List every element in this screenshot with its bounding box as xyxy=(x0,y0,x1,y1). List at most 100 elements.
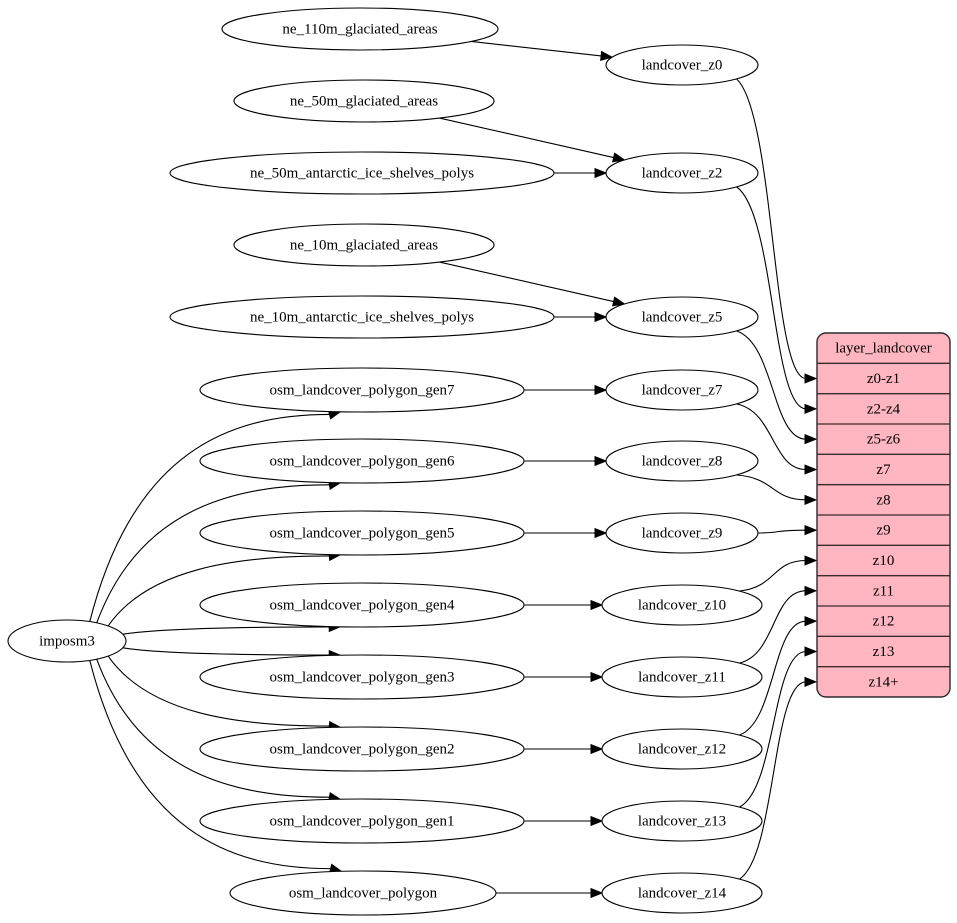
layer-table-row-label: z12 xyxy=(873,614,895,630)
node-shape xyxy=(605,512,759,554)
layer-table-row-z14plus[interactable]: z14+ xyxy=(817,667,950,697)
layer-table-row-z5-z6[interactable]: z5-z6 xyxy=(817,424,950,454)
nodes-layer: imposm3 ne_110m_glaciated_areas ne_50m_gla… xyxy=(7,7,763,916)
edge-osm_landcover_polygon_gen2-to-landcover_z12-arrowhead xyxy=(590,743,604,755)
node-label: landcover_z2 xyxy=(642,165,723,181)
layer-table-row-z7[interactable]: z7 xyxy=(817,454,950,484)
node-osm_landcover_polygon_gen6[interactable]: osm_landcover_polygon_gen6 xyxy=(199,438,525,484)
edge-landcover_z13-to-layer_landcover-z13-arrowhead xyxy=(804,646,818,657)
layer-table-row-z12[interactable]: z12 xyxy=(817,606,950,636)
node-shape xyxy=(605,440,759,482)
layer-table-row-label: z14+ xyxy=(868,674,898,690)
node-shape xyxy=(169,295,555,339)
node-label: osm_landcover_polygon_gen7 xyxy=(270,382,455,398)
layer-table-row-z8[interactable]: z8 xyxy=(817,485,950,515)
node-osm_landcover_polygon_gen7[interactable]: osm_landcover_polygon_gen7 xyxy=(199,367,525,413)
node-ne_110m_glaciated_areas[interactable]: ne_110m_glaciated_areas xyxy=(221,7,499,51)
layer-table-row-z11[interactable]: z11 xyxy=(817,576,950,606)
edge-ne_10m_glaciated_areas-to-landcover_z5 xyxy=(439,261,614,303)
edge-osm_landcover_polygon_gen6-to-landcover_z8-arrowhead xyxy=(594,455,608,467)
node-label: osm_landcover_polygon_gen5 xyxy=(270,525,455,541)
edge-ne_10m_antarctic_ice_shelves_polys-to-landcover_z5-arrowhead xyxy=(594,311,608,323)
node-shape xyxy=(601,584,763,626)
edge-ne_50m_glaciated_areas-to-landcover_z2 xyxy=(439,117,614,159)
node-landcover_z10[interactable]: landcover_z10 xyxy=(601,584,763,626)
edge-landcover_z2-to-layer_landcover-z2-z4-arrowhead xyxy=(804,403,818,414)
node-landcover_z13[interactable]: landcover_z13 xyxy=(601,800,763,842)
node-shape xyxy=(605,44,759,86)
edge-imposm3-to-osm_landcover_polygon_gen4 xyxy=(122,626,330,635)
node-ne_50m_antarctic_ice_shelves_polys[interactable]: ne_50m_antarctic_ice_shelves_polys xyxy=(169,151,555,195)
node-shape xyxy=(601,656,763,698)
node-landcover_z14[interactable]: landcover_z14 xyxy=(601,872,763,914)
node-landcover_z8[interactable]: landcover_z8 xyxy=(605,440,759,482)
edge-landcover_z7-to-layer_landcover-z7-arrowhead xyxy=(804,464,818,475)
edge-ne_10m_glaciated_areas-to-landcover_z5-arrowhead xyxy=(612,296,626,307)
layer-table-row-label: z2-z4 xyxy=(867,401,901,417)
node-label: osm_landcover_polygon_gen1 xyxy=(270,813,455,829)
node-label: imposm3 xyxy=(39,633,95,649)
node-label: landcover_z5 xyxy=(642,309,723,325)
node-label: ne_50m_antarctic_ice_shelves_polys xyxy=(250,165,474,181)
node-ne_10m_glaciated_areas[interactable]: ne_10m_glaciated_areas xyxy=(233,223,495,267)
layer-table-row-z10[interactable]: z10 xyxy=(817,545,950,575)
node-landcover_z9[interactable]: landcover_z9 xyxy=(605,512,759,554)
layer-table-row-label: z13 xyxy=(873,644,895,660)
edge-imposm3-to-osm_landcover_polygon_gen1 xyxy=(96,658,330,798)
edge-landcover_z0-to-layer_landcover-z0-z1-arrowhead xyxy=(804,373,818,384)
layer-table-row-z9[interactable]: z9 xyxy=(817,515,950,545)
node-osm_landcover_polygon[interactable]: osm_landcover_polygon xyxy=(229,870,497,916)
node-ne_10m_antarctic_ice_shelves_polys[interactable]: ne_10m_antarctic_ice_shelves_polys xyxy=(169,295,555,339)
layer-table-row-label: z7 xyxy=(876,462,891,478)
node-landcover_z5[interactable]: landcover_z5 xyxy=(605,296,759,338)
edge-landcover_z5-to-layer_landcover-z5-z6 xyxy=(736,330,807,440)
node-osm_landcover_polygon_gen2[interactable]: osm_landcover_polygon_gen2 xyxy=(199,726,525,772)
node-imposm3[interactable]: imposm3 xyxy=(7,619,127,663)
node-landcover_z12[interactable]: landcover_z12 xyxy=(601,728,763,770)
node-shape xyxy=(199,654,525,700)
edge-imposm3-to-osm_landcover_polygon_gen7 xyxy=(89,413,330,622)
node-ne_50m_glaciated_areas[interactable]: ne_50m_glaciated_areas xyxy=(233,79,495,123)
layer-table-row-label: z10 xyxy=(873,553,895,569)
node-landcover_z7[interactable]: landcover_z7 xyxy=(605,369,759,411)
node-shape xyxy=(601,728,763,770)
node-landcover_z11[interactable]: landcover_z11 xyxy=(601,656,763,698)
edge-osm_landcover_polygon_gen3-to-landcover_z11-arrowhead xyxy=(590,671,604,683)
node-osm_landcover_polygon_gen1[interactable]: osm_landcover_polygon_gen1 xyxy=(199,798,525,844)
layer-table-row-z2-z4[interactable]: z2-z4 xyxy=(817,394,950,424)
node-shape xyxy=(601,800,763,842)
edge-imposm3-to-osm_landcover_polygon_gen2 xyxy=(107,655,330,727)
edge-ne_110m_glaciated_areas-to-landcover_z0-arrowhead xyxy=(600,50,614,62)
edge-landcover_z2-to-layer_landcover-z2-z4 xyxy=(736,186,807,410)
edge-landcover_z9-to-layer_landcover-z9-arrowhead xyxy=(804,525,818,536)
layer-table-row-label: z11 xyxy=(873,583,894,599)
node-shape xyxy=(605,152,759,194)
layer-table-row-z13[interactable]: z13 xyxy=(817,636,950,666)
edge-landcover_z7-to-layer_landcover-z7 xyxy=(736,403,807,471)
node-osm_landcover_polygon_gen4[interactable]: osm_landcover_polygon_gen4 xyxy=(199,582,525,628)
node-osm_landcover_polygon_gen5[interactable]: osm_landcover_polygon_gen5 xyxy=(199,510,525,556)
node-label: ne_50m_glaciated_areas xyxy=(290,93,438,109)
node-label: landcover_z12 xyxy=(638,741,726,757)
edge-landcover_z10-to-layer_landcover-z10-arrowhead xyxy=(804,555,818,566)
node-shape xyxy=(199,367,525,413)
edge-landcover_z12-to-layer_landcover-z12-arrowhead xyxy=(804,616,818,627)
node-label: landcover_z8 xyxy=(642,453,723,469)
layer-table-header: layer_landcover xyxy=(835,341,932,357)
layer-table-row-z0-z1[interactable]: z0-z1 xyxy=(817,363,950,393)
edge-osm_landcover_polygon_gen1-to-landcover_z13-arrowhead xyxy=(590,815,604,827)
node-landcover_z0[interactable]: landcover_z0 xyxy=(605,44,759,86)
node-label: ne_110m_glaciated_areas xyxy=(282,21,437,37)
edge-osm_landcover_polygon_gen4-to-landcover_z10-arrowhead xyxy=(590,599,604,611)
node-osm_landcover_polygon_gen3[interactable]: osm_landcover_polygon_gen3 xyxy=(199,654,525,700)
node-shape xyxy=(199,510,525,556)
node-landcover_z2[interactable]: landcover_z2 xyxy=(605,152,759,194)
node-label: ne_10m_glaciated_areas xyxy=(290,237,438,253)
edge-landcover_z14-to-layer_landcover-z14- xyxy=(739,681,807,880)
edge-landcover_z10-to-layer_landcover-z10 xyxy=(739,559,807,592)
node-shape xyxy=(199,726,525,772)
edge-landcover_z9-to-layer_landcover-z9 xyxy=(757,529,807,534)
edge-imposm3-to-osm_landcover_polygon_gen5 xyxy=(107,555,330,627)
edge-landcover_z0-to-layer_landcover-z0-z1 xyxy=(736,78,807,380)
